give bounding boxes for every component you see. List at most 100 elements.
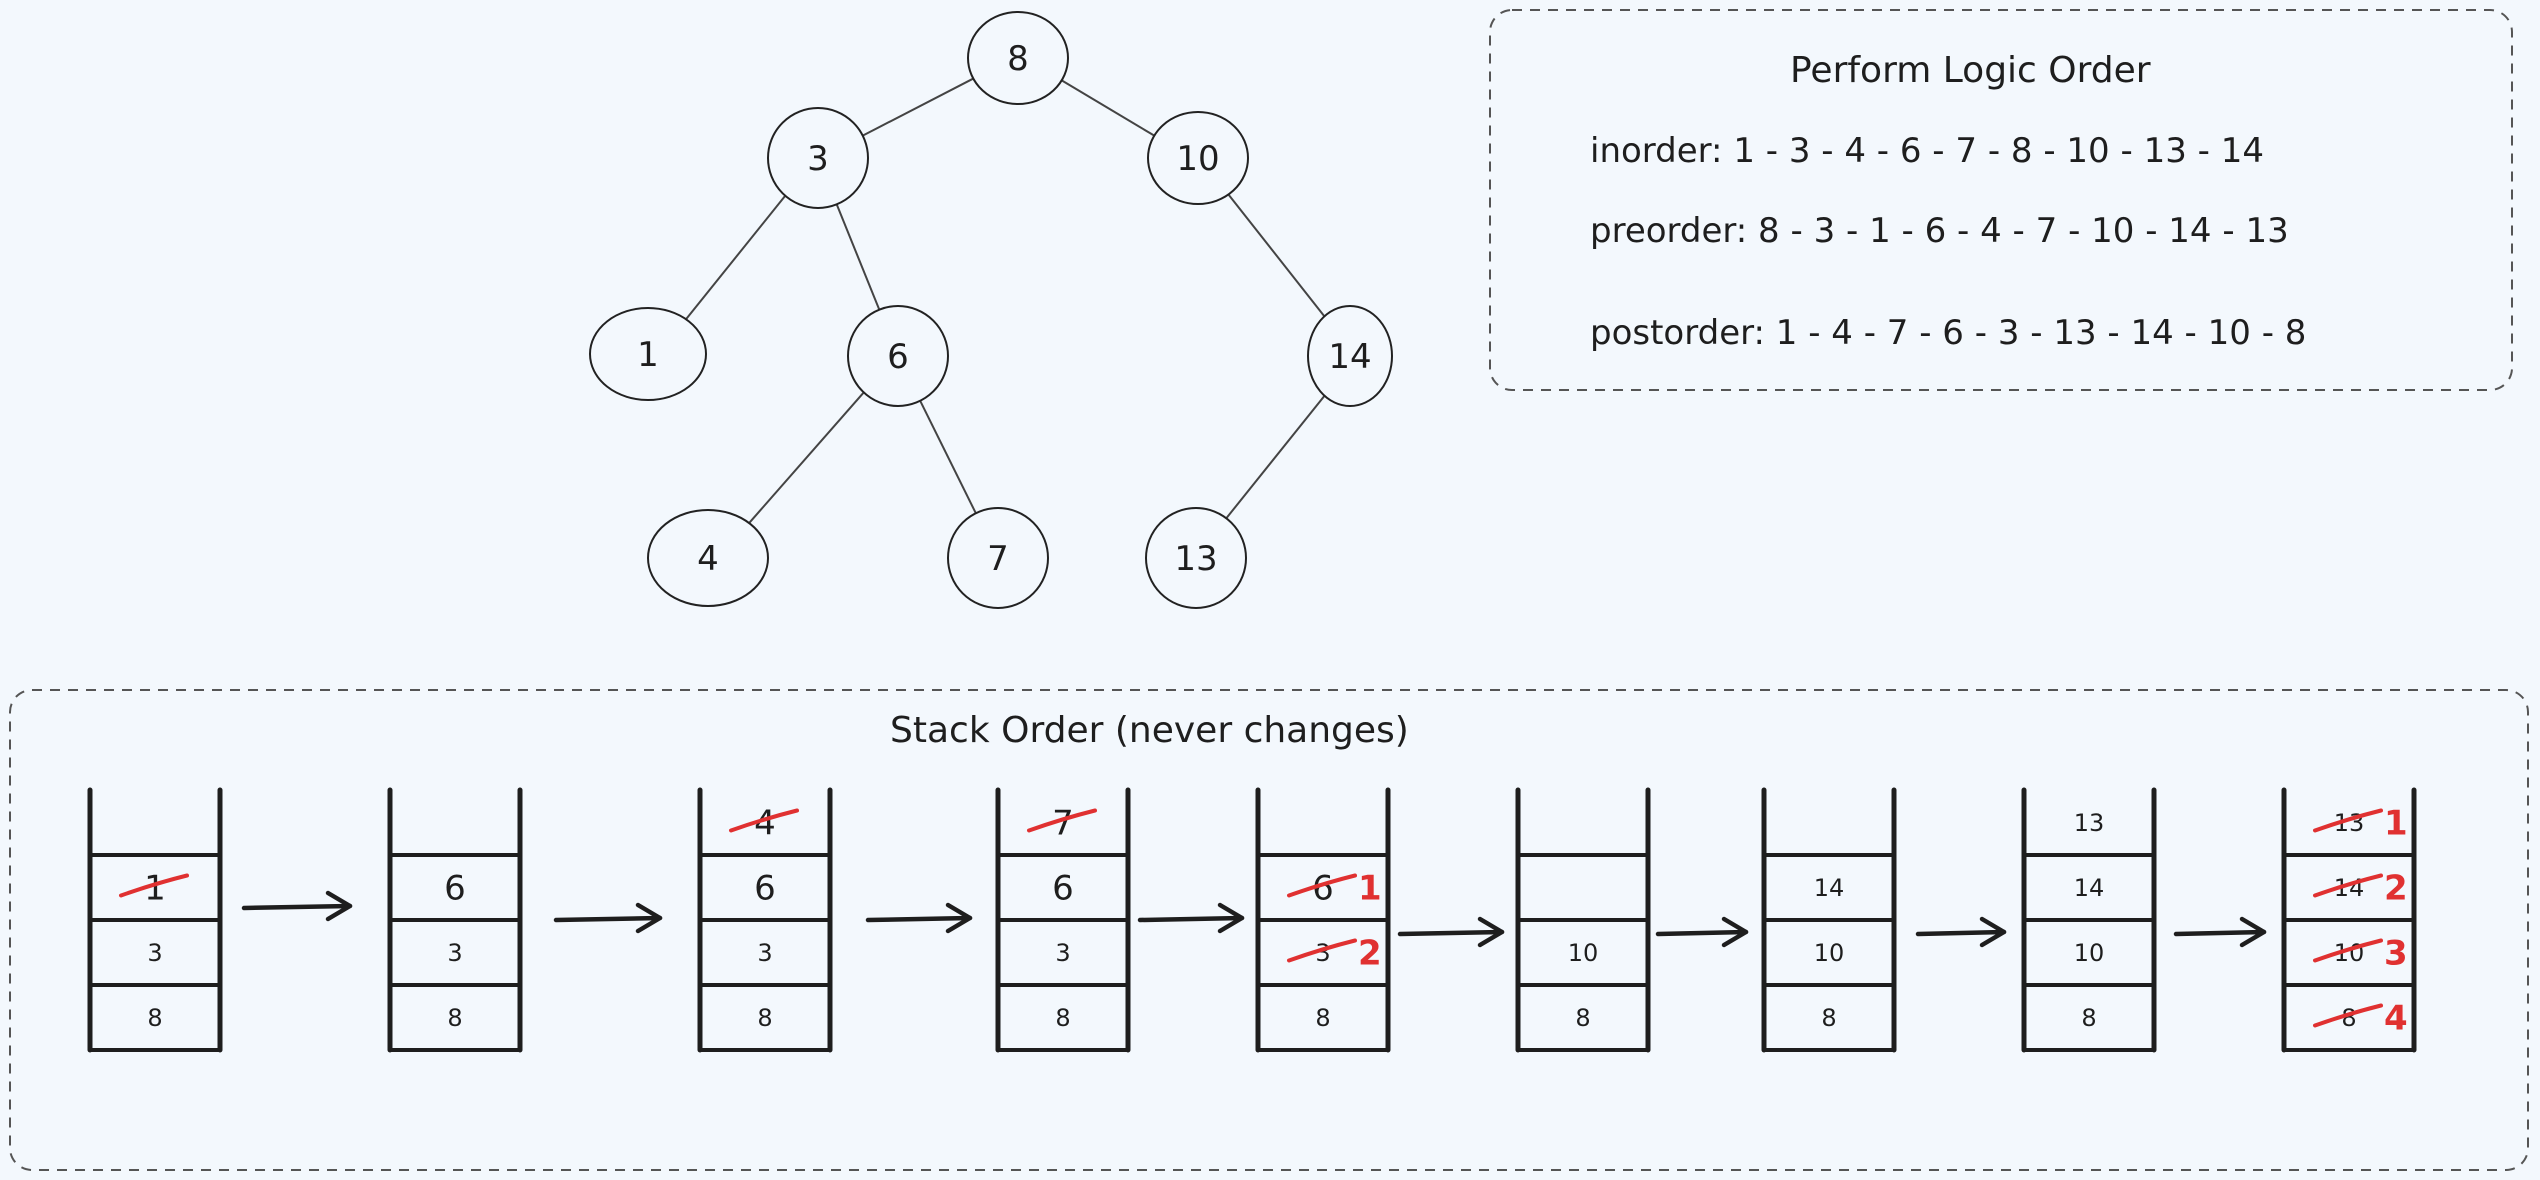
tree-node-circle (967, 11, 1069, 105)
stack-cell-value: 8 (1315, 1004, 1330, 1032)
tree-node: 8 (967, 11, 1069, 105)
stack-order-box (9, 689, 2529, 1171)
arrow-icon (1915, 916, 2007, 948)
strike-through-mark (2313, 938, 2383, 963)
pop-order-number: 1 (1358, 869, 1382, 909)
stack-cell-value: 7 (1052, 804, 1074, 844)
stack-cell-value: 8 (1575, 1004, 1590, 1032)
tree-node-label: 1 (637, 335, 659, 375)
arrow-head (2239, 916, 2267, 948)
tree-node: 3 (767, 107, 869, 209)
stack-cell-value: 3 (1315, 939, 1330, 967)
strike-through-mark (1287, 938, 1357, 963)
strike-through-mark (119, 873, 189, 898)
arrow-icon (1397, 916, 1505, 948)
arrow-shaft (2173, 929, 2267, 937)
preorder-line: preorder: 8 - 3 - 1 - 6 - 4 - 7 - 10 - 1… (1590, 211, 2289, 251)
stack-cell-value: 3 (447, 939, 462, 967)
pop-order-number: 3 (2384, 934, 2408, 974)
tree-node-circle (1145, 507, 1247, 609)
stack: 138 (87, 787, 223, 1053)
stack-cell-value: 14 (1814, 874, 1845, 902)
tree-node-circle (1147, 111, 1249, 205)
stack-cell-value: 3 (1055, 939, 1070, 967)
arrow-head (325, 890, 353, 922)
stack-cell-value: 6 (754, 869, 776, 909)
arrow-icon (1655, 916, 1749, 948)
stack: 14 10 8 (1761, 787, 1897, 1053)
strike-through-mark (1287, 873, 1357, 898)
arrow-head (1217, 902, 1245, 934)
perform-logic-box (1489, 9, 2513, 391)
stack-cell-value: 14 (2074, 874, 2105, 902)
stack-cell-value: 1 (144, 869, 166, 909)
tree-node-circle (947, 507, 1049, 609)
stack-cell-value: 8 (2341, 1004, 2356, 1032)
tree-node: 14 (1307, 305, 1393, 407)
tree-nodes: 8 3 10 1 6 14 4 7 13 (589, 11, 1393, 609)
arrow-head (1979, 916, 2007, 948)
arrow-head (635, 902, 663, 934)
stack: 4 6 3 8 (697, 787, 833, 1053)
tree-node-label: 13 (1174, 539, 1217, 579)
inorder-line: inorder: 1 - 3 - 4 - 6 - 7 - 8 - 10 - 13… (1590, 131, 2264, 171)
arrow-shaft (241, 903, 353, 911)
arrow-shaft (1137, 915, 1245, 923)
tree-edge (835, 203, 881, 311)
postorder-line: postorder: 1 - 4 - 7 - 6 - 3 - 13 - 14 -… (1590, 313, 2306, 353)
tree-node: 1 (589, 307, 707, 401)
arrow-shaft (1915, 929, 2007, 937)
arrow-icon (1137, 902, 1245, 934)
stack-cell-value: 6 (1312, 869, 1334, 909)
tree-edge (862, 77, 974, 137)
pop-order-number: 2 (1358, 934, 1382, 974)
tree-edge (1061, 79, 1155, 137)
tree-node-label: 7 (987, 539, 1009, 579)
perform-logic-title: Perform Logic Order (1790, 50, 2151, 91)
arrow-icon (2173, 916, 2267, 948)
tree-edge (1227, 193, 1326, 317)
strike-through-mark (2313, 1003, 2383, 1028)
arrow-icon (865, 902, 973, 934)
strike-through-mark (1027, 808, 1097, 833)
stack-cell-value: 4 (754, 804, 776, 844)
stack-cell-value: 3 (757, 939, 772, 967)
stack-cell-value: 6 (444, 869, 466, 909)
arrow-head (1477, 916, 1505, 948)
tree-node-label: 8 (1007, 39, 1029, 79)
stack-cell-value: 8 (1821, 1004, 1836, 1032)
stack-cell-value: 6 (1052, 869, 1074, 909)
stack-cell-value: 8 (757, 1004, 772, 1032)
arrow-shaft (865, 915, 973, 923)
stack-cell-value: 10 (2074, 939, 2105, 967)
arrow-shaft (553, 915, 663, 923)
stack: 10 8 (1515, 787, 1651, 1053)
pop-order-number: 4 (2384, 999, 2408, 1039)
stack-order-title: Stack Order (never changes) (890, 710, 1409, 751)
tree-node-label: 6 (887, 337, 909, 377)
stack: 638 (387, 787, 523, 1053)
tree-node: 7 (947, 507, 1049, 609)
arrow-head (1721, 916, 1749, 948)
tree-node-circle (589, 307, 707, 401)
stack-cell-value: 10 (1568, 939, 1599, 967)
tree-edge (748, 391, 865, 524)
stack-order-panel: Stack Order (never changes) 138638463876… (9, 689, 2529, 1171)
tree-node-label: 3 (807, 139, 829, 179)
tree-node: 10 (1147, 111, 1249, 205)
tree-node-label: 14 (1328, 337, 1371, 377)
tree-node: 4 (647, 509, 769, 607)
tree-node-circle (647, 509, 769, 607)
tree-node: 13 (1145, 507, 1247, 609)
pop-order-number: 2 (2384, 869, 2408, 909)
stack-cell-value: 10 (1814, 939, 1845, 967)
arrow-head (945, 902, 973, 934)
tree-node: 6 (847, 305, 949, 407)
tree-edge (685, 195, 787, 320)
